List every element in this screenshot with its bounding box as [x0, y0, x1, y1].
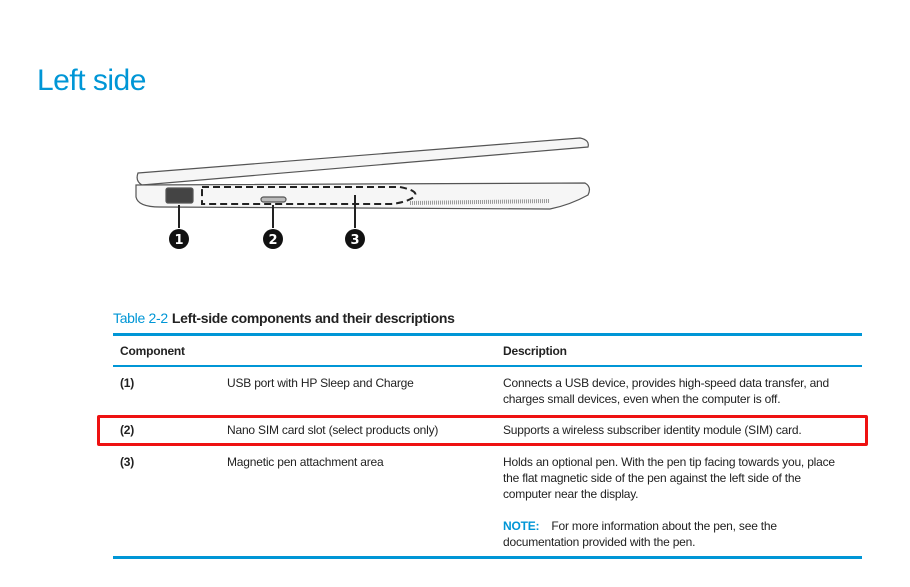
- callout-3: [345, 229, 365, 249]
- header-description: Description: [503, 344, 567, 358]
- usb-port: [165, 187, 194, 204]
- page-title: Left side: [37, 64, 146, 97]
- note: NOTE:For more information about the pen,…: [503, 519, 777, 533]
- header-rule: [113, 365, 862, 367]
- table-bottom-rule: [113, 556, 862, 559]
- highlight-box: [97, 415, 868, 446]
- callout-1: [169, 229, 189, 249]
- sim-slot: [260, 196, 287, 203]
- svg-text:1: 1: [174, 233, 183, 248]
- callout-2: [263, 229, 283, 249]
- laptop-lid: [136, 137, 589, 186]
- header-component: Component: [120, 344, 185, 358]
- table-top-rule: [113, 333, 862, 336]
- svg-text:2: 2: [268, 233, 277, 248]
- laptop-left-side-illustration: 1 2 3: [135, 137, 591, 249]
- svg-text:3: 3: [350, 233, 359, 248]
